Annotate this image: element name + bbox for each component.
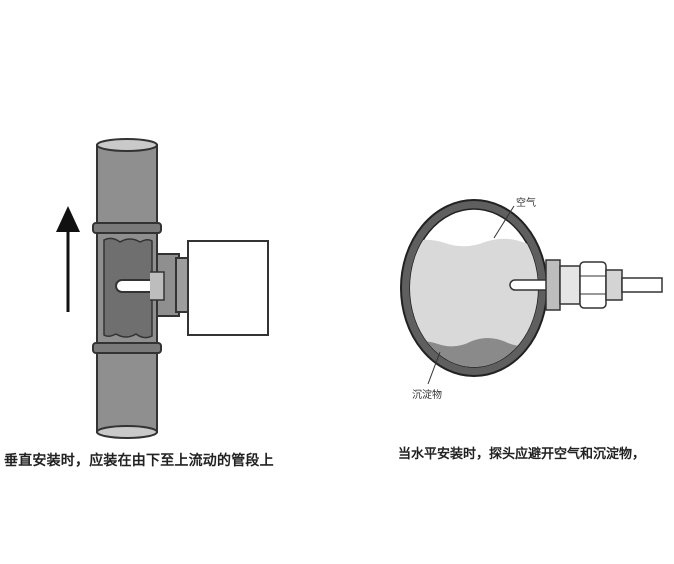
sediment-leader-line: [427, 351, 441, 385]
horizontal-install-figure: 空气 沉淀物: [400, 196, 663, 401]
vertical-install-figure: [56, 138, 269, 439]
sediment-label: 沉淀物: [412, 388, 442, 401]
horizontal-probe: [509, 279, 551, 291]
air-leader-line: [493, 205, 515, 239]
lower-pipe: [96, 349, 158, 439]
lower-flange: [92, 342, 162, 354]
transmitter-housing: [187, 240, 269, 336]
air-label: 空气: [516, 196, 536, 209]
tee-section: [96, 232, 189, 344]
horizontal-install-caption: 当水平安装时，探头应避开空气和沉淀物，: [398, 447, 646, 462]
sediment-layer: [410, 338, 538, 367]
upper-pipe: [96, 138, 158, 228]
probe-fitting: [545, 259, 663, 311]
arrow-up-icon: [56, 206, 80, 312]
vertical-install-caption: 垂直安装时，应装在由下至上流动的管段上: [4, 453, 274, 469]
upper-flange: [92, 222, 162, 234]
